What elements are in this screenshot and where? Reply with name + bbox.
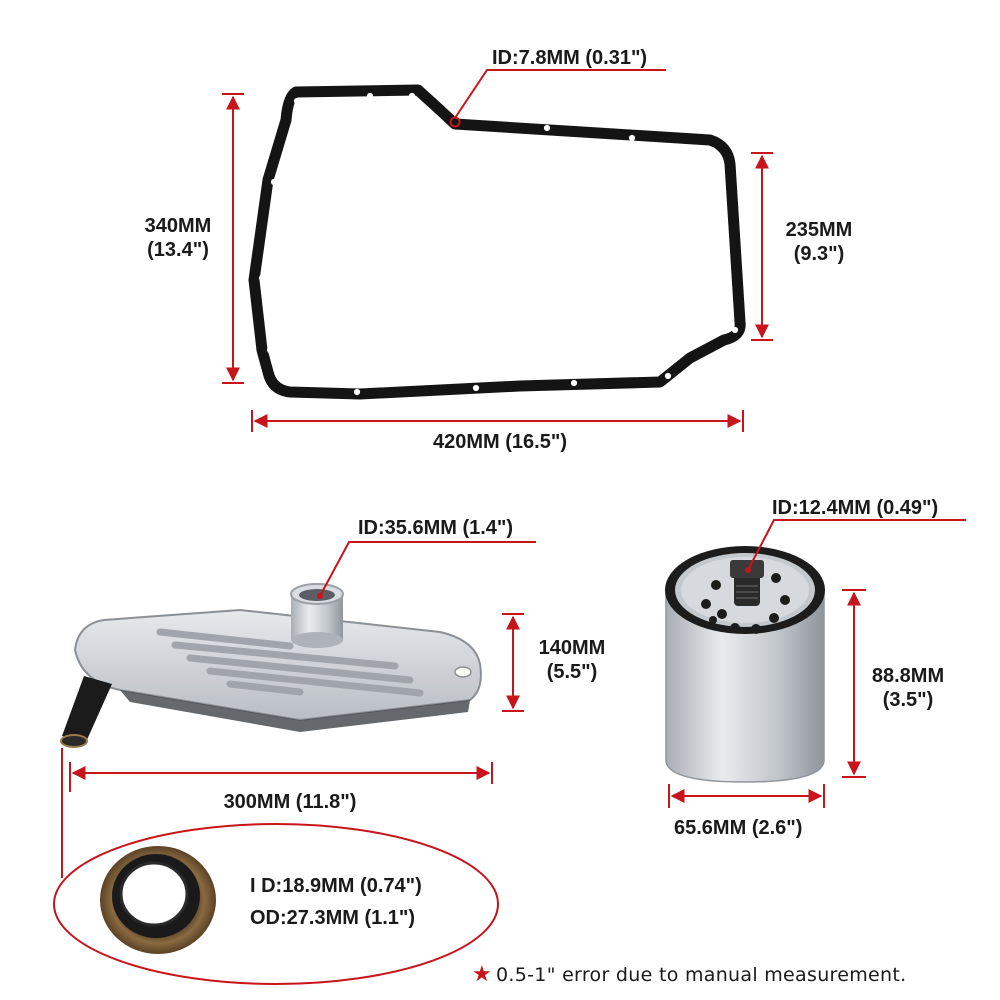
gasket-id-label: ID:7.8MM (0.31") bbox=[492, 46, 647, 70]
seal-id-mm: I D:18.9MM bbox=[250, 875, 355, 897]
spin-filter-width-in: (2.6") bbox=[751, 817, 803, 839]
gasket-width-label: 420MM (16.5") bbox=[433, 431, 567, 453]
spin-filter-id-inch: (0.49") bbox=[876, 497, 939, 519]
star-icon: ★ bbox=[472, 962, 493, 987]
measurement-note: ★0.5-1" error due to manual measurement. bbox=[472, 962, 906, 987]
gasket-short-side-in: (9.3") bbox=[793, 243, 845, 265]
gasket-id-inch: (0.31") bbox=[585, 47, 648, 69]
gasket-short-side-label: 235MM (9.3") bbox=[773, 218, 865, 266]
gasket-id-leader bbox=[454, 69, 666, 119]
gasket-height-in: (13.4") bbox=[147, 239, 209, 261]
pan-filter-pickup-tube bbox=[62, 676, 112, 742]
pan-filter-length-label: 300MM (11.8") bbox=[223, 791, 357, 813]
pan-gasket bbox=[248, 84, 746, 400]
spin-filter-height-dimension bbox=[842, 589, 866, 778]
spin-filter-width-label: 65.6MM (2.6") bbox=[674, 816, 802, 840]
spin-filter-id-leader bbox=[747, 519, 966, 571]
gasket-short-side-mm: 235MM bbox=[785, 219, 853, 241]
rear-seal bbox=[100, 846, 216, 954]
measurement-note-text: 0.5-1" error due to manual measurement. bbox=[496, 964, 907, 986]
pan-filter-height-mm: 140MM bbox=[538, 637, 606, 659]
spin-filter-can bbox=[665, 589, 825, 783]
spin-on-filter bbox=[665, 546, 825, 783]
pan-filter-length-dimension bbox=[69, 762, 493, 792]
spin-filter-height-label: 88.8MM (3.5") bbox=[858, 664, 958, 712]
gasket-bolt-holes bbox=[258, 92, 739, 396]
gasket-height-mm: 340MM bbox=[144, 215, 212, 237]
gasket-width-dimension bbox=[251, 410, 744, 432]
spin-filter-width-mm: 65.6MM bbox=[674, 817, 747, 839]
gasket-height-label: 340MM (13.4") bbox=[130, 214, 226, 262]
spin-filter-id-label: ID:12.4MM (0.49") bbox=[772, 496, 938, 520]
pan-filter-ribs bbox=[156, 628, 424, 697]
pan-filter-height-label: 140MM (5.5") bbox=[528, 636, 616, 684]
pan-filter-height-dimension bbox=[502, 613, 524, 712]
gasket-short-side-dimension bbox=[751, 152, 773, 341]
gasket-height-dimension bbox=[222, 93, 244, 384]
pan-filter-id-leader bbox=[319, 541, 536, 597]
seal-callout-ellipse bbox=[53, 823, 499, 985]
gasket-id-mm: ID:7.8MM bbox=[492, 47, 580, 69]
gasket-outline bbox=[248, 84, 746, 400]
spin-filter-holes bbox=[701, 573, 790, 634]
spin-filter-height-mm: 88.8MM bbox=[871, 665, 945, 687]
spin-filter-width-dimension bbox=[668, 784, 825, 808]
seal-id-label: I D:18.9MM (0.74") bbox=[250, 874, 422, 898]
spin-filter-height-in: (3.5") bbox=[882, 689, 934, 711]
spin-filter-id-mm: ID:12.4MM bbox=[772, 497, 871, 519]
pan-filter-height-in: (5.5") bbox=[546, 661, 598, 683]
seal-od-label: OD:27.3MM (1.1") bbox=[250, 907, 416, 929]
seal-id-inch: (0.74") bbox=[360, 875, 422, 897]
pan-filter bbox=[60, 583, 482, 748]
pan-filter-id-label: ID:35.6MM (1.4") bbox=[358, 517, 514, 539]
